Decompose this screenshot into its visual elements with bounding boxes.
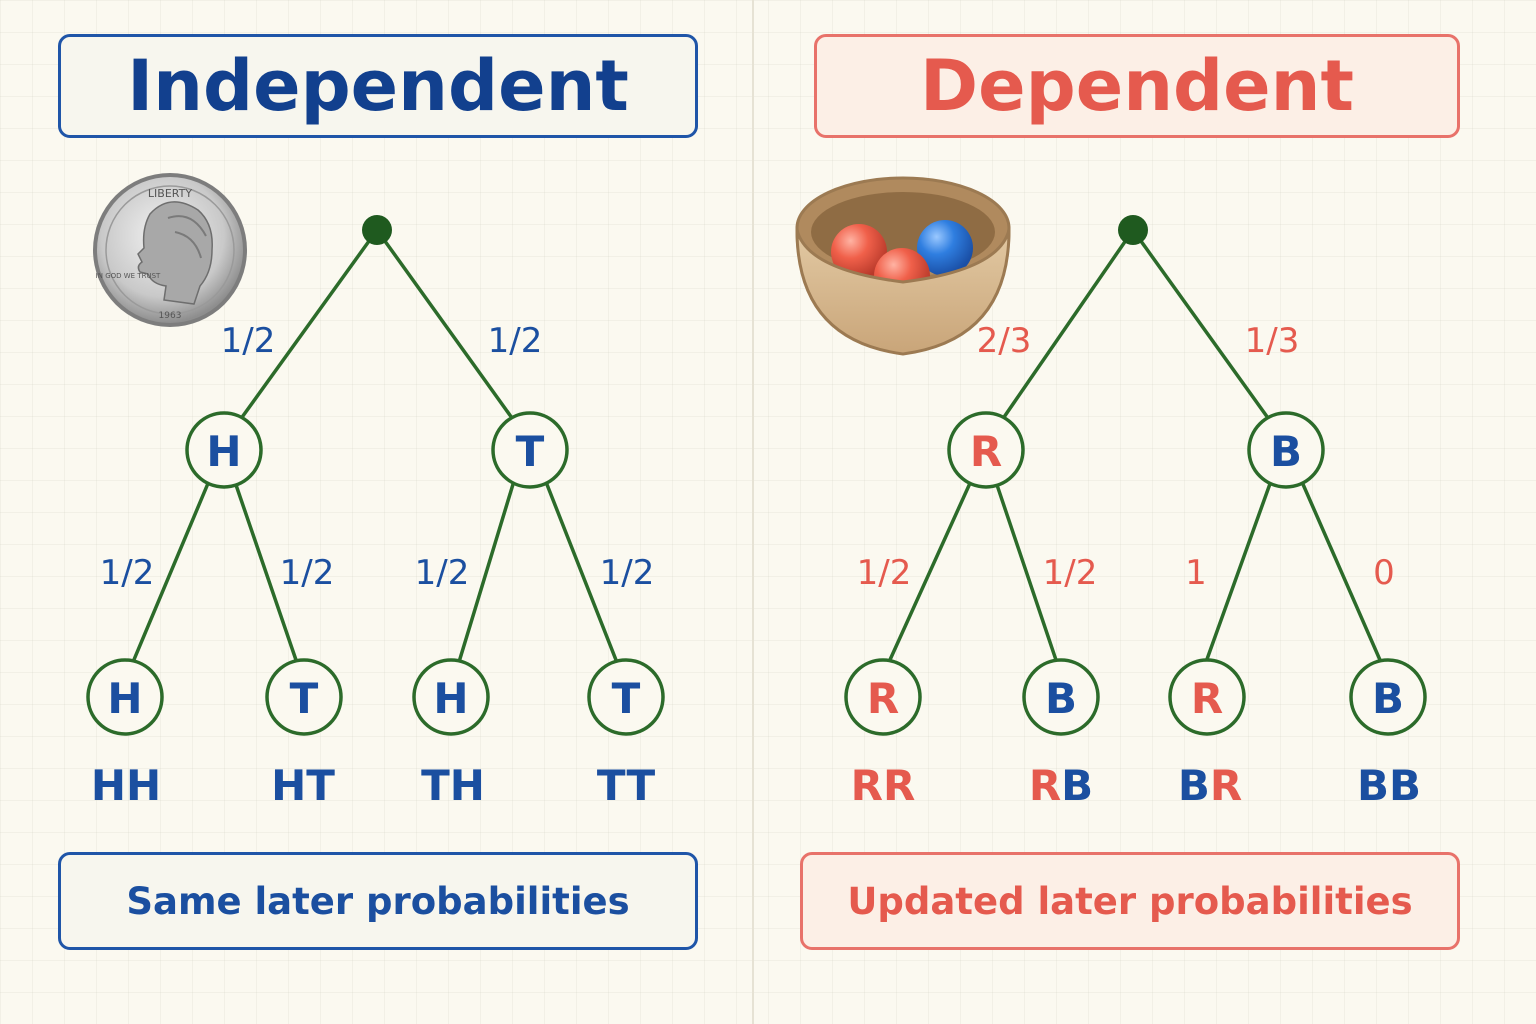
tree-node: H — [185, 411, 263, 489]
svg-text:R: R — [867, 674, 899, 723]
tree-node: B — [1022, 658, 1100, 736]
svg-text:R: R — [970, 427, 1002, 476]
tree-node: T — [491, 411, 569, 489]
probability-label: 2/3 — [977, 321, 1032, 361]
tree-node: R — [844, 658, 922, 736]
tree-node: B — [1349, 658, 1427, 736]
dependent-title: Dependent — [814, 34, 1460, 138]
outcome-label: HT — [271, 761, 335, 810]
red-ball — [831, 224, 887, 280]
probability-label: 1/2 — [415, 553, 470, 593]
probability-label: 1/2 — [488, 321, 543, 361]
probability-label: 1/2 — [857, 553, 912, 593]
outcome-label: BR — [1178, 761, 1242, 810]
svg-text:B: B — [1270, 427, 1302, 476]
coin-year-text: 1963 — [159, 311, 182, 321]
independent-title: Independent — [58, 34, 698, 138]
bowl-icon — [795, 176, 1011, 356]
probability-label: 1/2 — [1043, 553, 1098, 593]
probability-label: 1/2 — [280, 553, 335, 593]
svg-text:B: B — [1372, 674, 1404, 723]
outcome-label: RB — [1029, 761, 1093, 810]
outcome-label: HH — [91, 761, 161, 810]
coin-motto-text: IN GOD WE TRUST — [96, 272, 161, 280]
dependent-summary: Updated later probabilities — [800, 852, 1460, 950]
probability-label: 1/3 — [1245, 321, 1300, 361]
svg-text:T: T — [516, 427, 545, 476]
tree-node: T — [265, 658, 343, 736]
independent-summary: Same later probabilities — [58, 852, 698, 950]
outcome-label: TH — [421, 761, 485, 810]
outcome-label: BB — [1357, 761, 1421, 810]
tree-node: H — [86, 658, 164, 736]
svg-text:T: T — [290, 674, 319, 723]
probability-label: 1/2 — [221, 321, 276, 361]
outcome-label: RR — [851, 761, 916, 810]
coin-top-text: LIBERTY — [148, 187, 192, 200]
svg-text:T: T — [612, 674, 641, 723]
probability-label: 1/2 — [600, 553, 655, 593]
tree-node: R — [1168, 658, 1246, 736]
independent-tree-edges — [131, 228, 618, 663]
probability-label: 1 — [1185, 553, 1207, 593]
coin-icon: LIBERTY IN GOD WE TRUST 1963 — [93, 173, 247, 327]
tree-node: T — [587, 658, 665, 736]
dependent-root-node — [1118, 215, 1148, 245]
probability-label: 1/2 — [100, 553, 155, 593]
svg-text:H: H — [433, 674, 468, 723]
panel-divider — [752, 0, 754, 1024]
svg-text:R: R — [1191, 674, 1223, 723]
tree-node: B — [1247, 411, 1325, 489]
svg-text:H: H — [206, 427, 241, 476]
independent-root-node — [362, 215, 392, 245]
dependent-tree-edges — [887, 228, 1382, 663]
tree-node: R — [947, 411, 1025, 489]
blue-ball — [917, 220, 973, 276]
outcome-label: TT — [597, 761, 656, 810]
svg-text:H: H — [107, 674, 142, 723]
tree-node: H — [412, 658, 490, 736]
probability-label: 0 — [1373, 553, 1395, 593]
svg-text:B: B — [1045, 674, 1077, 723]
